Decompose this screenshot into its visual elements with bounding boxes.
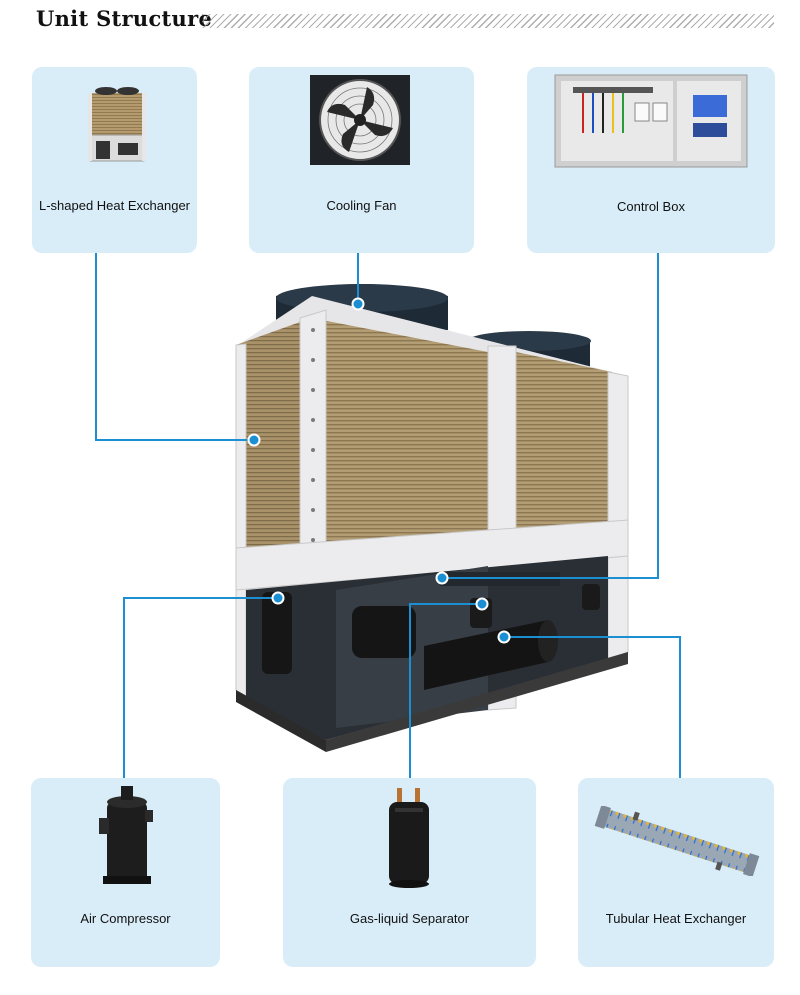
cooling-fan-label: Cooling Fan: [326, 198, 397, 213]
tubular-heat-exchanger-image: [594, 806, 760, 876]
air-compressor-label: Air Compressor: [80, 911, 171, 926]
card-tubular-heat-exchanger: Tubular Heat Exchanger: [578, 778, 774, 967]
gas-liquid-separator-image: [389, 788, 429, 888]
air-compressor-image: [99, 786, 153, 884]
unit-body: [235, 296, 629, 752]
gas-liquid-separator-label: Gas-liquid Separator: [349, 911, 470, 926]
control-box-image: [554, 74, 748, 168]
card-l-shaped-heat-exchanger: L-shaped Heat Exchanger: [32, 67, 197, 253]
connector-dots: [247, 297, 511, 644]
l-shaped-heat-exchanger-label: L-shaped Heat Exchanger: [38, 198, 191, 213]
title-decoration: [202, 14, 774, 28]
control-box-label: Control Box: [617, 199, 685, 214]
card-cooling-fan: Cooling Fan: [249, 67, 474, 253]
page-title: Unit Structure: [36, 6, 213, 31]
tubular-heat-exchanger-label: Tubular Heat Exchanger: [605, 911, 747, 926]
card-control-box: Control Box: [527, 67, 775, 253]
card-air-compressor: Air Compressor: [31, 778, 220, 967]
connector-lines: [95, 253, 681, 778]
cooling-fan-image: [310, 75, 410, 165]
card-gas-liquid-separator: Gas-liquid Separator: [283, 778, 536, 967]
l-shaped-heat-exchanger-image: [88, 87, 146, 162]
